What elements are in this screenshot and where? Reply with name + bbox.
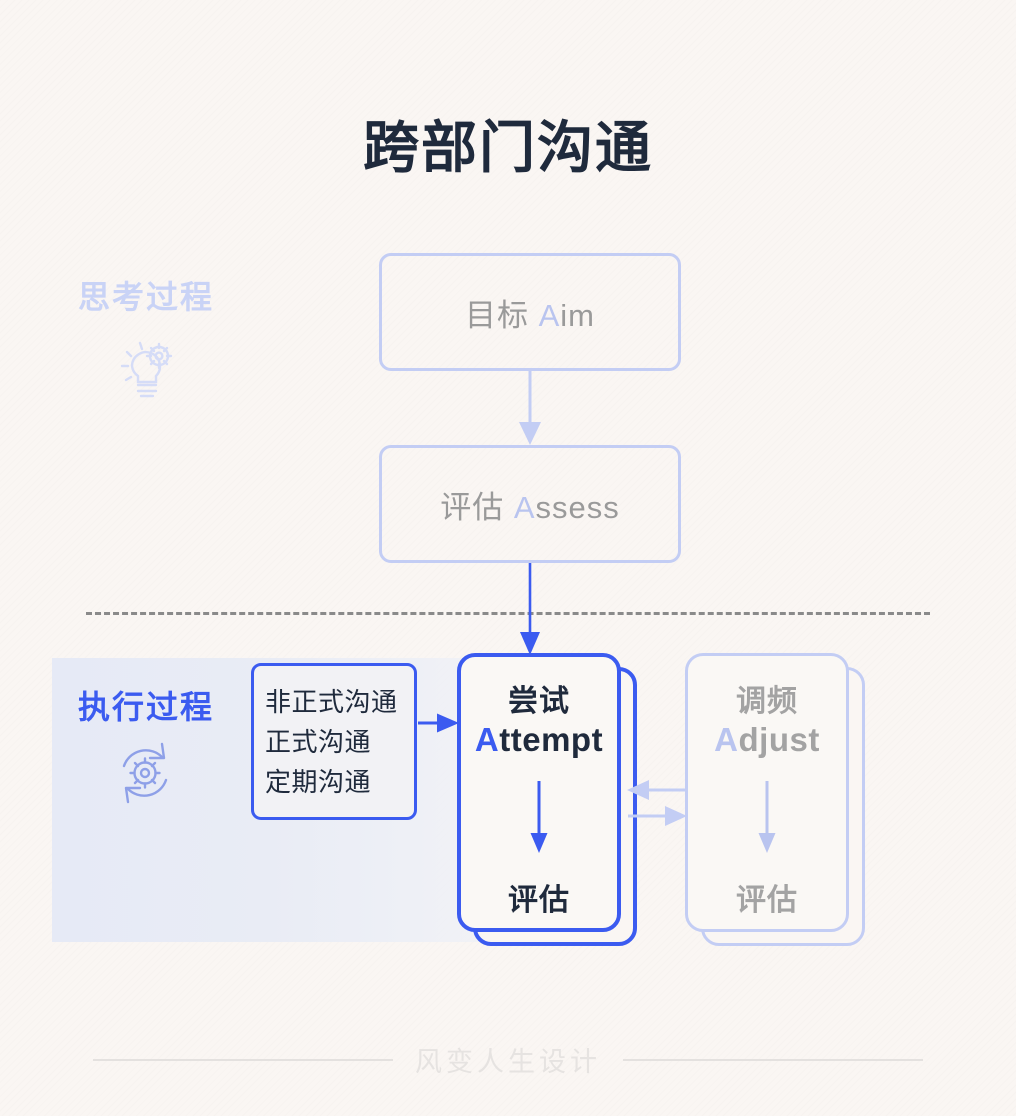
aim-box[interactable]: 目标 Aim [379,253,681,371]
list-item: 定期沟通 [265,766,372,797]
aim-label-en-rest: im [560,297,596,333]
adjust-card-title-en: Adjust [714,720,820,760]
adjust-card-eval: 评估 [736,884,798,918]
footer: 风变人生设计 [0,1040,1016,1079]
thinking-phase-label: 思考过程 [77,279,214,315]
aim-label-cn: 目标 [464,297,529,333]
arrow-down-icon [526,781,552,855]
footer-text: 风变人生设计 [415,1047,601,1077]
attempt-card-stack[interactable]: 尝试 Attempt 评估 [457,653,637,946]
assess-label-en-first: A [513,489,536,525]
execution-phase-label: 执行过程 [77,689,214,725]
assess-box-label: 评估 Assess [440,482,620,527]
list-item: 正式沟通 [265,726,372,757]
footer-rule-right [623,1058,923,1061]
phase-divider [86,612,930,615]
list-item: 非正式沟通 [265,686,398,717]
adjust-card-title-cn: 调频 [736,685,798,718]
adjust-title-en-first: A [714,720,739,758]
page-title: 跨部门沟通 [363,116,653,179]
attempt-card-title-cn: 尝试 [508,685,570,718]
aim-label-en-first: A [538,297,561,333]
adjust-title-en-rest: djust [738,720,820,758]
lightbulb-gear-icon [110,330,182,402]
assess-label-en-rest: ssess [535,489,620,525]
adjust-card-stack[interactable]: 调频 Adjust 评估 [685,653,865,946]
communication-methods-box[interactable]: 非正式沟通 正式沟通 定期沟通 [251,663,417,820]
assess-box[interactable]: 评估 Assess [379,445,681,563]
adjust-card-content: 调频 Adjust 评估 [685,653,849,932]
connector-aim-to-assess [519,371,541,445]
arrow-down-icon [754,781,780,855]
attempt-card-content: 尝试 Attempt 评估 [457,653,621,932]
gear-refresh-icon [110,738,180,808]
assess-label-cn: 评估 [440,489,505,525]
attempt-card-title-en: Attempt [475,720,603,760]
aim-box-label: 目标 Aim [465,290,595,335]
attempt-card-eval: 评估 [508,884,570,918]
connector-assess-to-attempt [520,563,540,655]
attempt-title-en-rest: ttempt [499,720,604,758]
attempt-title-en-first: A [474,720,500,758]
footer-rule-left [93,1058,393,1061]
